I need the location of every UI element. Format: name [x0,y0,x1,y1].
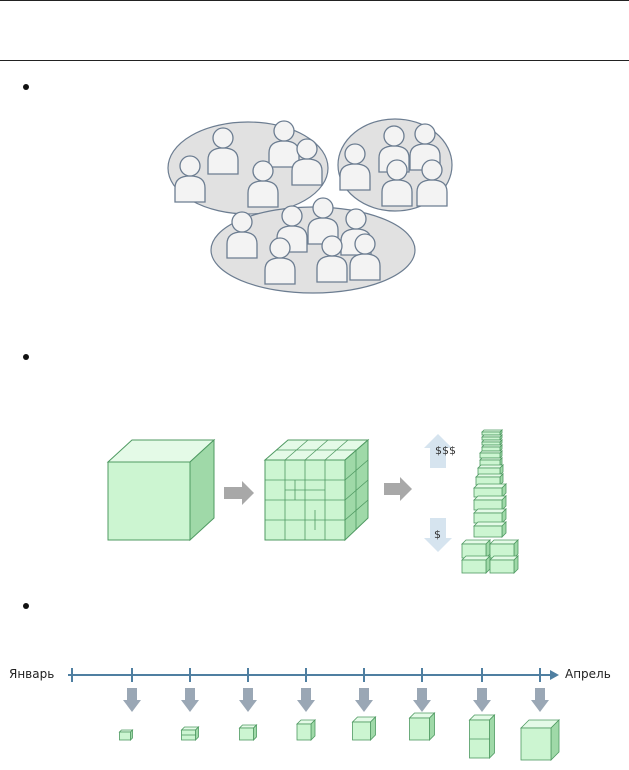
arrow-up-icon [424,434,452,468]
arrow-right-icon [224,481,254,505]
cube-icon [351,716,377,741]
person-icon [207,127,239,175]
cube-icon [481,444,503,452]
cube-icon [477,464,504,476]
cube-icon [461,539,491,559]
cube-icon [473,495,507,511]
person-icon [381,159,413,207]
timeline-diagram [68,668,560,761]
arrow-down-icon [123,688,141,712]
people-groups-diagram [167,118,453,294]
person-icon [247,160,279,208]
arrow-down-icon [239,688,257,712]
timeline-end-label: Апрель [565,667,611,681]
cube-icon [520,719,560,761]
person-icon [291,138,323,186]
arrow-down-icon [424,518,452,552]
cube-icon [118,729,134,741]
cube-icon [489,555,519,574]
cube-icon [481,429,503,436]
person-icon [416,159,448,207]
cube-icon [238,724,258,741]
bullet-3 [23,603,29,609]
cube-icon [481,439,503,446]
partitioned-cube-icon [263,438,370,542]
person-icon [174,155,206,203]
low-cost-label: $ [434,528,441,541]
cube-icon [473,483,507,498]
person-icon [268,120,300,168]
person-icon [349,233,381,281]
cube-icon [468,714,496,759]
bullet-2 [23,354,29,360]
person-icon [316,235,348,283]
top-rule [0,0,629,1]
bullet-1 [23,84,29,90]
cube-icon [473,521,507,538]
cube-partitioning-diagram: $$$ $ [106,429,519,574]
arrow-down-icon [413,688,431,712]
cube-icon [296,719,316,741]
arrow-down-icon [181,688,199,712]
person-icon [226,211,258,259]
arrow-down-icon [473,688,491,712]
arrow-down-icon [297,688,315,712]
cube-icon [408,712,436,741]
timeline-start-label: Январь [9,667,55,681]
cube-icon [461,555,491,574]
arrow-down-icon [531,688,549,712]
block-stack [461,429,519,574]
person-icon [339,143,371,191]
cube-icon [481,434,503,441]
high-cost-label: $$$ [435,444,456,457]
cube-icon [479,450,503,459]
solid-cube-icon [106,438,216,542]
cube-icon [473,508,507,524]
arrow-down-icon [355,688,373,712]
cube-icon [475,473,504,486]
timeline-arrowhead [550,670,559,680]
arrow-right-icon [384,477,412,501]
cube-icon [180,726,200,741]
header-rule [0,60,629,61]
cube-icon [489,539,519,559]
person-icon [264,237,296,285]
